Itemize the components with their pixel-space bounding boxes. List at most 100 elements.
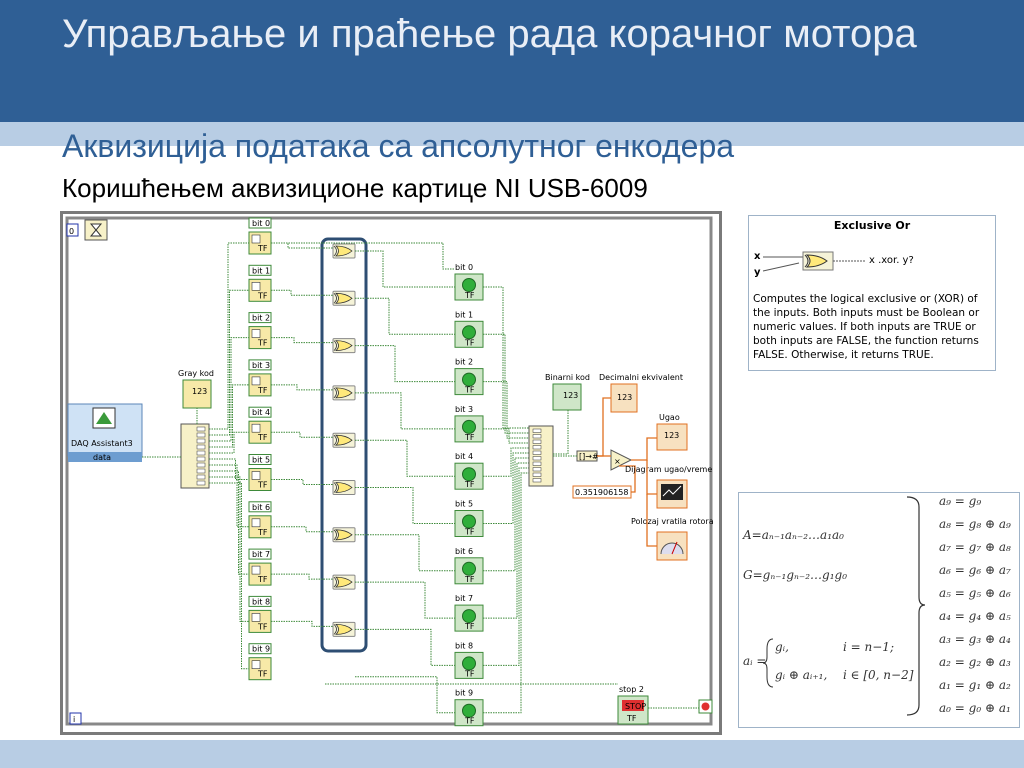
bool-array-to-number-glyph: []→# (579, 452, 599, 461)
index-array-element (196, 426, 206, 432)
wire-gray-bit (209, 242, 249, 430)
input-bit-label-box (248, 501, 272, 513)
input-bit-tf: TF (257, 481, 268, 490)
output-bit-tf: TF (464, 622, 475, 631)
formula-case-1-cond: i = n−1; (843, 640, 894, 654)
formula-case-lhs: aᵢ = (743, 654, 766, 668)
wire-to-build-array (483, 428, 529, 444)
wire-numeric (631, 437, 657, 461)
wire-xor-in (271, 431, 333, 438)
help-description: Computes the logical exclusive or (XOR) … (753, 293, 980, 361)
led-icon (462, 325, 476, 340)
build-array-element (532, 428, 542, 433)
input-bit-label: bit 7 (252, 550, 270, 559)
index-array-element (196, 480, 206, 486)
slide-subtitle: Аквизиција података са апсолутног енкоде… (62, 128, 735, 164)
gray-code-indicator[interactable] (182, 379, 212, 409)
output-bit-label: bit 9 (455, 689, 473, 698)
input-bit-label: bit 8 (252, 597, 270, 606)
constant-value: 0.351906158 (575, 488, 628, 497)
daq-assistant[interactable] (67, 403, 143, 457)
daq-assistant-label: DAQ Assistant3 (71, 439, 133, 448)
help-title: Exclusive Or (833, 219, 911, 232)
wire-gray-bit (209, 476, 249, 622)
build-array-element (532, 478, 542, 483)
input-bit-label-box (248, 312, 272, 324)
index-array-element (196, 468, 206, 474)
output-bit-label: bit 0 (455, 263, 473, 272)
led-icon (462, 419, 476, 434)
input-bit-tf: TF (257, 528, 268, 537)
wire-xor-in (271, 384, 333, 391)
wire-gray-bit (209, 464, 249, 528)
input-bit-label: bit 1 (252, 266, 270, 275)
xor-gate[interactable] (332, 290, 356, 306)
input-bit-label-box (248, 643, 272, 655)
bit-glyph-icon (251, 329, 261, 338)
gauge-dial-icon (660, 542, 684, 555)
decimal-indicator[interactable] (610, 383, 638, 413)
angle-indicator[interactable] (656, 423, 688, 451)
binary-code-indicator[interactable] (552, 383, 582, 411)
build-array-element (532, 456, 542, 461)
led-icon (462, 656, 476, 671)
help-expression: x .xor. y? (869, 255, 914, 266)
output-bit-tf: TF (464, 433, 475, 442)
stop-label: stop 2 (619, 685, 644, 694)
wire-xor-out (355, 581, 455, 619)
wire-xor-in (271, 242, 333, 249)
index-array-element (196, 474, 206, 480)
output-bit-label: bit 4 (455, 452, 473, 461)
index-array-element (196, 438, 206, 444)
gauge-needle-icon (671, 541, 678, 555)
wire-numeric (646, 494, 657, 547)
wire-xor-out (355, 676, 455, 714)
led-icon (462, 514, 476, 529)
led-icon (462, 372, 476, 387)
wire-xor-in (271, 479, 333, 485)
input-bit-label: bit 2 (252, 314, 270, 323)
formula-row: a₀ = g₀ ⊕ a₁ (939, 701, 1011, 715)
decimal-numeric: 123 (617, 393, 632, 402)
loop-index: i (73, 715, 75, 724)
wire-to-build-array (483, 452, 529, 524)
index-array-element (196, 462, 206, 468)
led-icon (462, 467, 476, 482)
xor-gate[interactable] (332, 338, 356, 354)
xor-gate[interactable] (332, 385, 356, 401)
output-bit-tf: TF (464, 338, 475, 347)
formula-canvas: A=aₙ₋₁aₙ₋₂…a₁a₀ G=gₙ₋₁gₙ₋₂…g₁g₀ aᵢ = gᵢ,… (742, 494, 1011, 716)
wire-xor-out (355, 487, 455, 524)
output-bit-tf: TF (464, 575, 475, 584)
output-bit-tf: TF (464, 669, 475, 678)
led-icon (462, 703, 476, 718)
wire-to-build-array (483, 457, 529, 572)
xor-gate[interactable] (332, 527, 356, 543)
daq-data-terminal[interactable] (68, 452, 142, 462)
output-bit-label: bit 3 (455, 405, 473, 414)
input-bit-label-box (248, 454, 272, 465)
formula-case-1: gᵢ, (775, 640, 789, 654)
input-bit-tf: TF (257, 244, 268, 253)
xor-gate[interactable] (332, 574, 356, 590)
xor-gate[interactable] (332, 621, 356, 637)
daq-graph-icon (96, 412, 112, 424)
build-array-element (532, 450, 542, 455)
output-bit-tf: TF (464, 528, 475, 537)
output-bit-label: bit 7 (455, 594, 473, 603)
wire-gray-bit (209, 289, 249, 436)
wire-gray-bit (209, 431, 249, 454)
binary-code-label: Binarni kod (545, 373, 590, 382)
xor-gate[interactable] (332, 432, 356, 448)
input-bit-label: bit 6 (252, 503, 270, 512)
formula-g: G=gₙ₋₁gₙ₋₂…g₁g₀ (743, 568, 847, 582)
wire-to-build-array (483, 447, 529, 477)
output-bit-label: bit 2 (455, 358, 473, 367)
output-bit-tf: TF (464, 480, 475, 489)
wire-xor-out (355, 628, 455, 666)
xor-gate[interactable] (332, 480, 356, 495)
xor-gate[interactable] (332, 243, 356, 259)
wire-gray-bit (209, 470, 249, 575)
wire-gray-bit (209, 384, 249, 448)
